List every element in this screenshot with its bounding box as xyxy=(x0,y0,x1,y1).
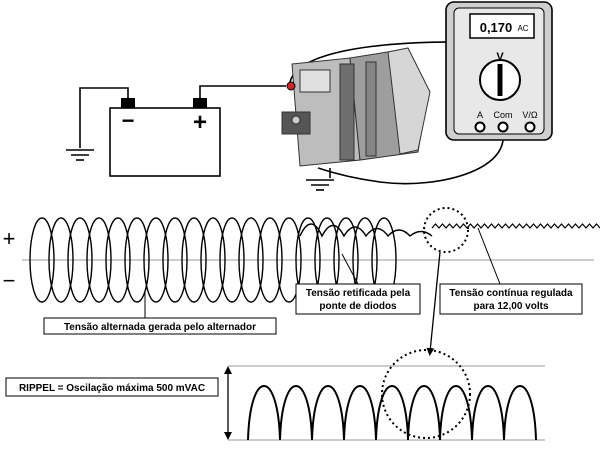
ripple-detail-waveform xyxy=(247,385,537,441)
ac-loop xyxy=(124,217,150,303)
zoom-arrow xyxy=(426,251,441,356)
ac-loop xyxy=(200,217,226,303)
ac-loop xyxy=(257,217,283,303)
ground-symbol-battery xyxy=(66,149,94,161)
minus-symbol: − xyxy=(3,268,16,293)
svg-text:ponte de diodos: ponte de diodos xyxy=(319,301,397,312)
jack-a-label: A xyxy=(477,110,483,120)
jack-a[interactable] xyxy=(474,121,486,133)
ac-loop xyxy=(86,217,112,303)
battery-negative-symbol: − xyxy=(122,108,135,133)
jack-com-label: Com xyxy=(493,110,512,120)
jack-v[interactable] xyxy=(524,121,536,133)
ripple-highlight-circle-small xyxy=(423,207,469,253)
svg-text:RIPPEL = Oscilação máxima 500: RIPPEL = Oscilação máxima 500 mVAC xyxy=(19,383,205,394)
ac-loop xyxy=(143,217,169,303)
ground-symbol-alternator xyxy=(306,179,334,191)
ac-loop xyxy=(105,217,131,303)
ac-loop xyxy=(238,217,264,303)
ac-loop xyxy=(181,217,207,303)
battery: − + xyxy=(109,98,221,177)
ac-loop xyxy=(276,217,302,303)
plus-symbol: + xyxy=(3,226,16,251)
svg-text:Tensão alternada gerada pelo a: Tensão alternada gerada pelo alternador xyxy=(64,322,256,333)
multimeter-display xyxy=(469,13,535,39)
multimeter-selector-label: V xyxy=(496,51,504,63)
svg-text:para 12,00 volts: para 12,00 volts xyxy=(473,301,548,312)
jack-v-label: V/Ω xyxy=(522,110,538,120)
battery-positive-symbol: + xyxy=(193,109,207,136)
label-ac-voltage: Tensão alternada gerada pelo alternador xyxy=(43,292,277,335)
ac-loop xyxy=(67,217,93,303)
alternator xyxy=(281,47,431,167)
regulated-dc-waveform xyxy=(431,223,600,229)
jack-com[interactable] xyxy=(497,121,509,133)
ac-loop xyxy=(48,217,74,303)
ripple-highlight-circle-large xyxy=(381,349,471,439)
label-ripple: RIPPEL = Oscilação máxima 500 mVAC xyxy=(5,377,219,397)
ac-loop xyxy=(219,217,245,303)
rectified-voltage-waveform xyxy=(299,223,433,238)
multimeter-unit: AC xyxy=(517,24,528,33)
multimeter-reading: 0,170 xyxy=(480,20,513,35)
ac-loop xyxy=(29,217,55,303)
svg-text:Tensão contínua regulada: Tensão contínua regulada xyxy=(449,288,573,299)
ac-loop xyxy=(162,217,188,303)
label-regulated-dc: Tensão contínua regulada para 12,00 volt… xyxy=(439,227,583,315)
svg-text:Tensão retificada pela: Tensão retificada pela xyxy=(306,288,411,299)
multimeter: 0,170 AC V A Com V/Ω xyxy=(445,1,553,141)
label-rectified-voltage: Tensão retificada pela ponte de diodos xyxy=(295,253,421,315)
